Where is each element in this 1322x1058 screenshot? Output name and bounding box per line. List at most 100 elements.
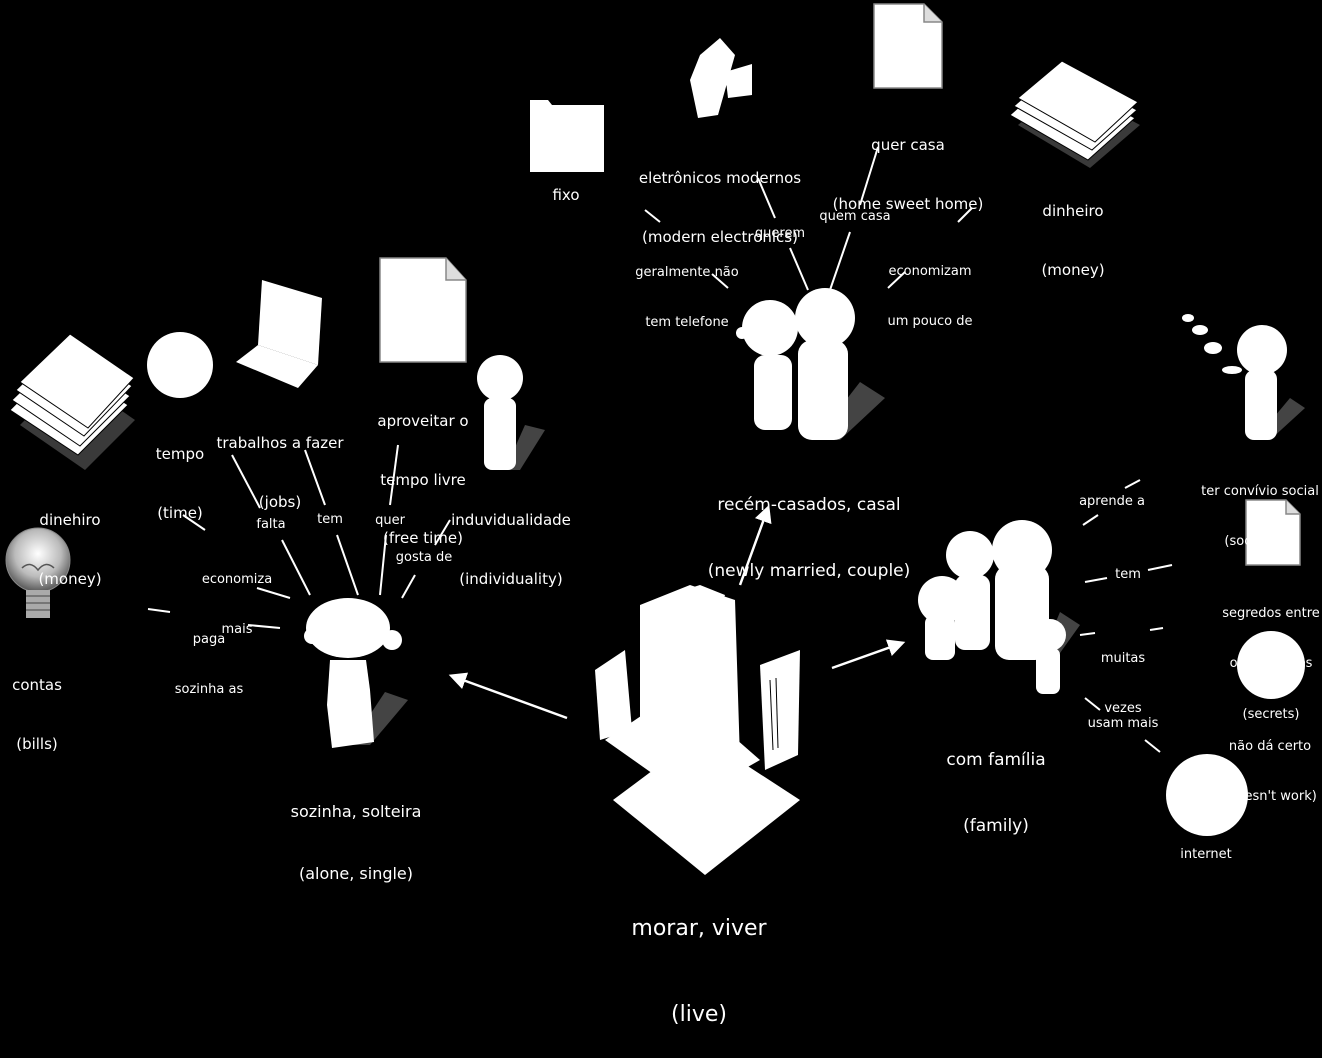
laptop-icon (236, 280, 322, 388)
couple-label-line2: (newly married, couple) (707, 561, 911, 582)
link-quemcasa-label: quem casa (819, 209, 891, 224)
electronics-label: eletrônicos modernos (modern electronics… (639, 130, 801, 267)
social-person-icon (1182, 314, 1305, 440)
link-querem-label: querem (754, 226, 806, 241)
couple-money-line2: (money) (1041, 260, 1105, 279)
family-label-line2: (family) (963, 816, 1029, 837)
freetime-label-line3: (free time) (383, 529, 463, 547)
jobs-label-line2: (jobs) (258, 492, 302, 511)
link-muitas-label: muitas vezes (1101, 617, 1145, 735)
couple-money-line1: dinheiro (1042, 202, 1104, 220)
link-paga-line2: sozinha as (174, 682, 244, 698)
secrets-label-line2: os familiares (1229, 656, 1313, 672)
family-figures-icon (918, 520, 1080, 694)
secrets-label-line1: segredos entre (1222, 605, 1320, 621)
house-label: quer casa (home sweet home) (833, 97, 984, 234)
alone-money-label: dinehiro (money) (38, 472, 101, 609)
link-aprende-label: aprende a (1079, 494, 1145, 509)
couple-label-line1: recém-casados, casal (717, 495, 901, 516)
electronics-label-line2: (modern electronics) (642, 227, 798, 246)
secrets-document-icon (1245, 499, 1301, 566)
social-label: ter convívio social (social life) (1201, 450, 1319, 568)
building-icon (595, 585, 800, 875)
fixo-label: fixo (552, 186, 580, 204)
doesntwork-label: não dá certo (doesn't work) (1223, 705, 1317, 823)
link-telefone-line2: tem telefone (645, 315, 729, 331)
alone-money-line2: (money) (38, 569, 102, 588)
link-economiza-label: economiza mais (202, 538, 272, 656)
link-telefone-line1: geralmente não (635, 264, 739, 280)
center-label-line1: morar, viver (631, 916, 767, 942)
link-muitas-line2: vezes (1104, 701, 1142, 717)
link-economizam-line1: economizam (888, 263, 972, 279)
individuality-label: induvidualidade (individuality) (451, 472, 571, 609)
telephone-icon (690, 38, 752, 118)
arrow-to-couple (738, 504, 772, 586)
bills-label-line2: (bills) (16, 734, 58, 753)
secrets-label-line3: (secrets) (1242, 707, 1300, 723)
house-label-line1: quer casa (871, 136, 945, 154)
link-muitas-line1: muitas (1100, 650, 1146, 666)
social-label-line1: ter convívio social (1201, 483, 1319, 499)
couple-connectors (644, 146, 973, 291)
couple-money-stack-icon (1009, 60, 1140, 168)
concept-map-canvas (5, 3, 1305, 875)
money-stack-icon (9, 333, 135, 470)
house-label-line2: (home sweet home) (832, 194, 984, 213)
link-usam-label: usam mais (1087, 716, 1159, 731)
link-gosta-label: gosta de (395, 550, 453, 565)
individuality-label-line2: (individuality) (459, 569, 563, 588)
family-label-line1: com família (946, 750, 1046, 771)
time-clock-icon (147, 332, 213, 398)
arrow-to-family (831, 639, 906, 670)
link-economizam-line2: um pouco de (887, 314, 973, 330)
link-paga-label: paga sozinha as (175, 598, 243, 716)
person-individuality-icon (477, 355, 545, 470)
alone-money-line1: dinehiro (39, 511, 101, 529)
doesntwork-label-line2: (doesn't work) (1223, 789, 1317, 805)
doesnt-work-circle-icon (1237, 631, 1305, 699)
jobs-label-line1: trabalhos a fazer (216, 434, 344, 452)
link-telefone-label: geralmente não tem telefone (635, 231, 738, 349)
link-economizam-label: economizam um pouco de (888, 230, 973, 348)
secrets-label: segredos entre os familiares (secrets) (1222, 572, 1320, 741)
link-quer-label: quer (375, 513, 405, 528)
link-economiza-line2: mais (221, 622, 253, 638)
doesntwork-label-line1: não dá certo (1228, 738, 1312, 754)
internet-globe-icon (1166, 754, 1248, 836)
light-bulb-icon (5, 527, 71, 618)
jobs-label: trabalhos a fazer (jobs) (216, 395, 343, 532)
center-label-line2: (live) (671, 1001, 727, 1027)
center-label: morar, viver (live) (631, 858, 766, 1058)
bills-label: contas (bills) (12, 637, 62, 774)
alone-label-line1: sozinha, solteira (290, 801, 422, 821)
couple-group-label: recém-casados, casal (newly married, cou… (708, 450, 911, 605)
time-label: tempo (time) (156, 406, 204, 543)
link-family-tem-label: tem (1115, 567, 1141, 582)
freetime-label-line2: tempo livre (380, 470, 466, 489)
link-falta-label: falta (256, 517, 286, 532)
electronics-label-line1: eletrônicos modernos (638, 169, 802, 187)
freetime-label-line1: aproveitar o (377, 412, 469, 430)
single-woman-icon (304, 598, 408, 748)
family-group-label: com família (family) (946, 705, 1045, 860)
link-paga-line1: paga (192, 631, 226, 647)
arrow-to-alone (448, 672, 568, 720)
time-label-line1: tempo (155, 445, 205, 463)
individuality-label-line1: induvidualidade (451, 511, 571, 529)
social-label-line2: (social life) (1224, 534, 1296, 550)
document-icon (379, 257, 467, 363)
link-economiza-line1: economiza (201, 571, 273, 587)
house-document-icon (873, 3, 943, 89)
bills-label-line1: contas (12, 676, 62, 694)
folder-icon (530, 100, 604, 172)
couple-money-label: dinheiro (money) (1041, 163, 1104, 300)
time-label-line2: (time) (157, 503, 203, 522)
internet-label: internet (1180, 847, 1232, 862)
alone-group-label: sozinha, solteira (alone, single) (291, 760, 422, 906)
alone-connectors (147, 444, 451, 629)
freetime-label: aproveitar o tempo livre (free time) (377, 373, 468, 568)
link-tem-label: tem (317, 512, 343, 527)
couple-figures-icon (736, 288, 885, 440)
alone-label-line2: (alone, single) (298, 863, 414, 883)
